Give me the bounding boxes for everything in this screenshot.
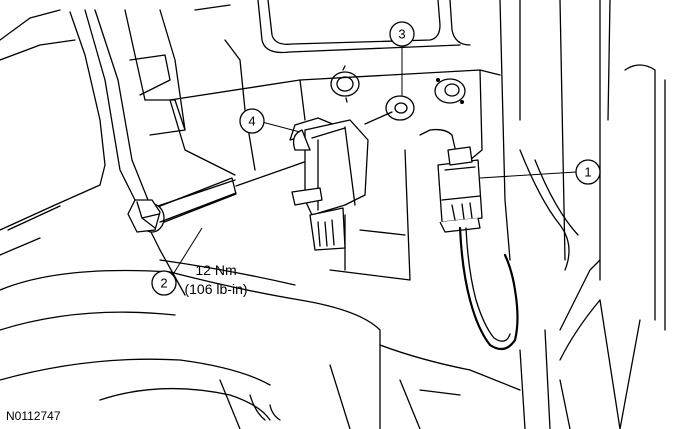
washer — [364, 95, 415, 125]
callout-4: 4 — [239, 108, 265, 134]
panel-hole-upper — [330, 65, 360, 103]
svg-text:3: 3 — [398, 27, 405, 42]
torque-metric: 12 Nm — [195, 262, 236, 278]
svg-text:4: 4 — [248, 114, 255, 129]
right-structure — [499, 0, 666, 429]
wire-harness — [419, 128, 519, 351]
svg-text:1: 1 — [584, 165, 591, 180]
callout-3: 3 — [389, 21, 415, 47]
connector — [437, 146, 483, 233]
torque-spec: 12 Nm (106 lb-in) — [184, 262, 247, 297]
torque-imperial: (106 lb-in) — [184, 281, 247, 297]
callout-1: 1 — [575, 159, 601, 185]
sensor-module — [289, 117, 369, 251]
left-frame — [0, 4, 256, 296]
lower-contours — [0, 259, 551, 429]
callout-2: 2 — [151, 270, 177, 296]
stud-hole — [434, 78, 466, 104]
svg-text:2: 2 — [160, 276, 167, 291]
bolt — [127, 159, 311, 233]
window-frame — [257, 0, 471, 54]
callout-leaders — [171, 46, 577, 277]
figure-id: N0112747 — [6, 409, 61, 423]
